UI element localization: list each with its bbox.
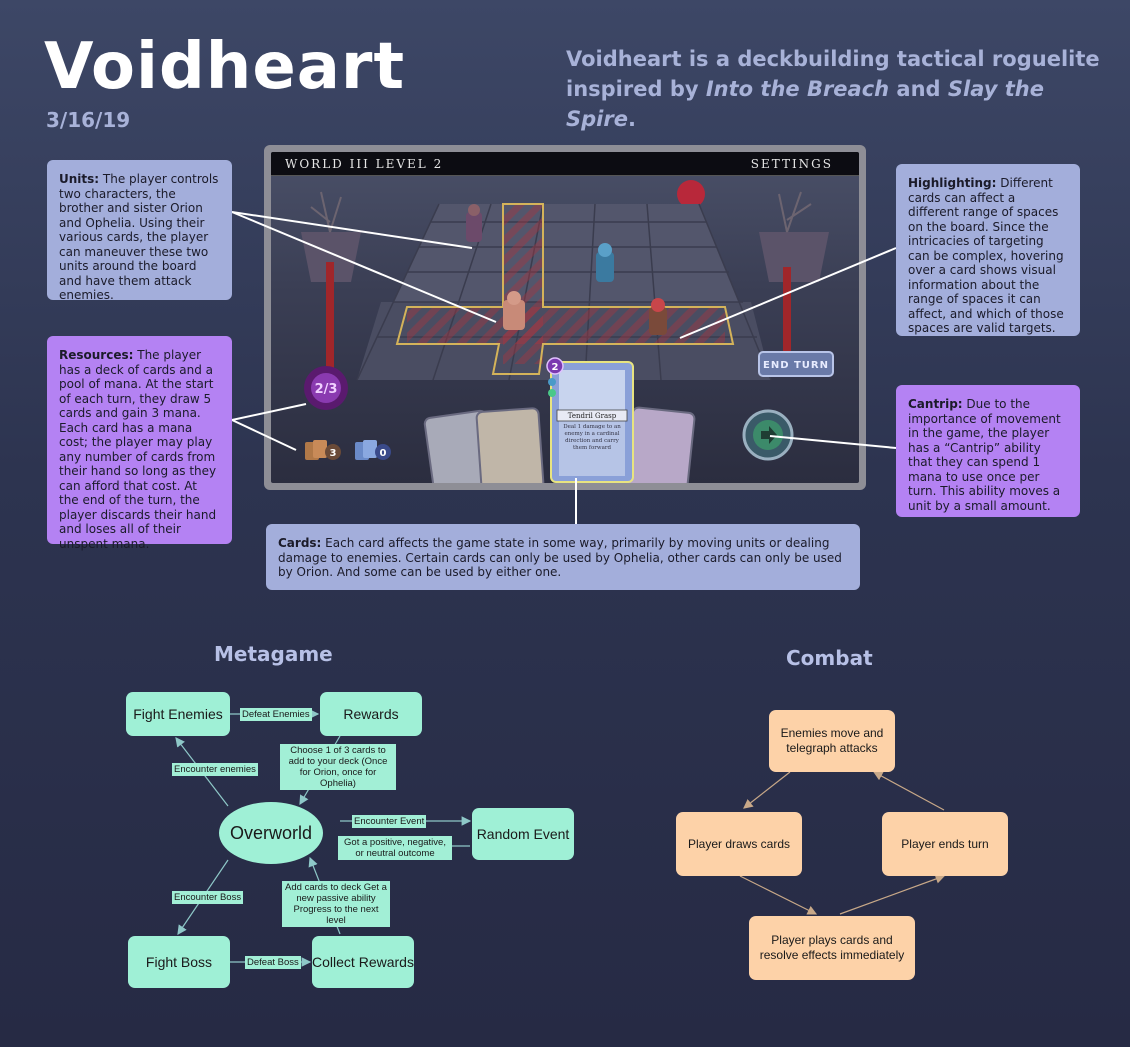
settings-button[interactable]: SETTINGS xyxy=(750,157,833,171)
deck-count: 3 xyxy=(330,448,337,459)
unit-ophelia-enemy[interactable] xyxy=(503,291,525,330)
edge-encounter-event: Encounter Event xyxy=(352,815,427,828)
node-enemies-move: Enemies move and telegraph attacks xyxy=(769,710,895,772)
edge-encounter-enemies: Encounter enemies xyxy=(172,763,258,776)
mana-orb xyxy=(304,366,348,410)
node-random-event: Random Event xyxy=(472,808,574,860)
edge-choose-cards: Choose 1 of 3 cards to add to your deck … xyxy=(280,744,396,790)
edge-defeat-enemies: Defeat Enemies xyxy=(240,708,312,721)
resources-note: Resources: The player has a deck of card… xyxy=(47,336,232,551)
edge-event-outcome: Got a positive, negative, or neutral out… xyxy=(338,836,452,860)
card-text: Deal 1 damage to an enemy in a cardinal … xyxy=(563,424,621,451)
node-fight-enemies: Fight Enemies xyxy=(126,692,230,736)
highlighting-note: Highlighting: Different cards can affect… xyxy=(896,164,1080,336)
unit-knight[interactable] xyxy=(596,243,614,282)
hand-cards[interactable] xyxy=(423,406,696,483)
discard-icon[interactable] xyxy=(355,440,391,460)
hovered-card[interactable] xyxy=(546,357,634,483)
end-turn-label: END TURN xyxy=(763,360,829,371)
node-player-ends: Player ends turn xyxy=(882,812,1008,876)
unit-ophelia[interactable] xyxy=(649,298,667,335)
card-cost: 2 xyxy=(552,362,559,373)
node-overworld: Overworld xyxy=(219,802,323,864)
node-player-plays: Player plays cards and resolve effects i… xyxy=(749,916,915,980)
game-screenshot: WORLD III LEVEL 2 SETTINGS xyxy=(264,145,866,490)
node-collect-rewards: Collect Rewards xyxy=(312,936,414,988)
left-pillar xyxy=(301,191,361,372)
world-level-label: WORLD III LEVEL 2 xyxy=(285,157,444,171)
metagame-heading: Metagame xyxy=(214,642,333,666)
edge-defeat-boss: Defeat Boss xyxy=(245,956,301,969)
unit-orion[interactable] xyxy=(466,204,482,242)
cards-note: Cards: Each card affects the game state … xyxy=(266,524,860,590)
date: 3/16/19 xyxy=(46,108,131,132)
mana-count: 2/3 xyxy=(315,382,338,397)
node-rewards: Rewards xyxy=(320,692,422,736)
cantrip-note: Cantrip: Due to the importance of moveme… xyxy=(896,385,1080,517)
node-fight-boss: Fight Boss xyxy=(128,936,230,988)
units-note: Units: The player controls two character… xyxy=(47,160,232,302)
card-name: Tendril Grasp xyxy=(568,412,617,420)
node-player-draws: Player draws cards xyxy=(676,812,802,876)
game-top-bar: WORLD III LEVEL 2 SETTINGS xyxy=(271,152,859,176)
discard-count: 0 xyxy=(380,448,387,459)
edge-boss-rewards: Add cards to deck Get a new passive abil… xyxy=(282,881,390,927)
page-title: Voidheart xyxy=(44,30,406,104)
deck-icon[interactable] xyxy=(305,440,341,460)
cantrip-button[interactable] xyxy=(742,409,794,461)
game-scene: 2/3 3 0 xyxy=(301,180,834,483)
end-turn-button[interactable] xyxy=(758,351,834,377)
combat-heading: Combat xyxy=(786,646,873,670)
tagline: Voidheart is a deckbuilding tactical rog… xyxy=(566,47,1100,131)
edge-encounter-boss: Encounter Boss xyxy=(172,891,244,904)
